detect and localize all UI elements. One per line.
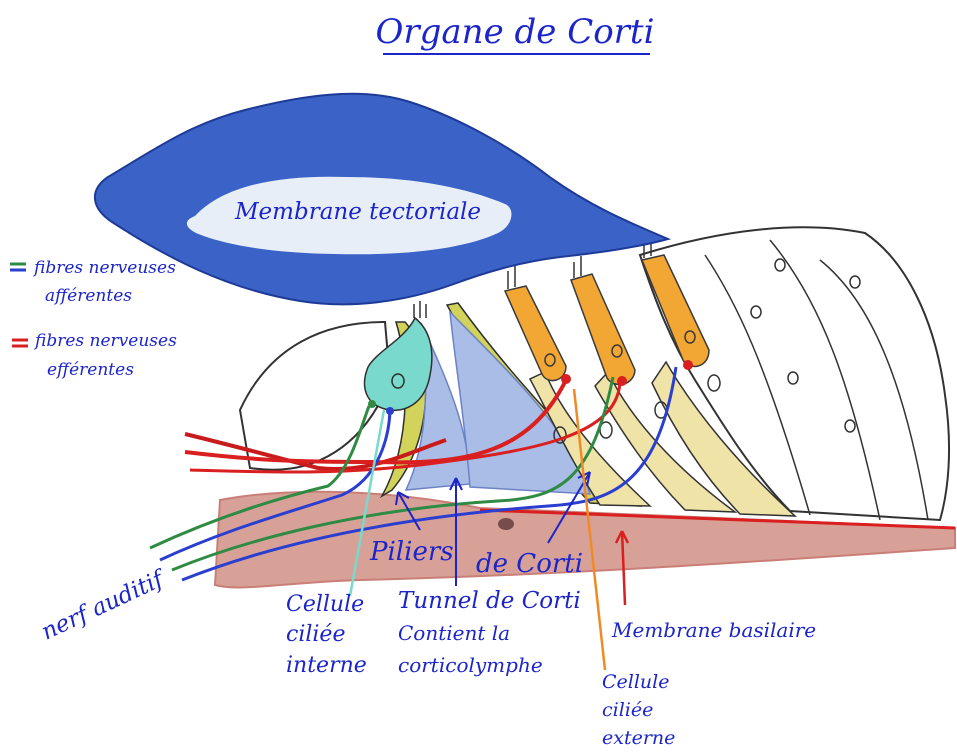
pillars-label-part-1: Piliers bbox=[369, 537, 454, 567]
inner-hair-cell-label-line-2: ciliée bbox=[286, 622, 345, 647]
basilar-membrane-label: Membrane basilaire bbox=[611, 618, 816, 642]
inner-hair-cell-label-line-3: interne bbox=[286, 653, 367, 678]
diagram-title: Organe de Corti bbox=[376, 12, 655, 52]
synapse-outer-3 bbox=[683, 360, 693, 370]
inner-hair-cell-label-line-1: Cellule bbox=[286, 592, 364, 617]
legend-efferent-line-1: fibres nerveuses bbox=[33, 331, 177, 351]
outer-hair-cell-label-line-1: Cellule bbox=[602, 671, 670, 693]
basilar-vessel bbox=[498, 518, 514, 530]
tunnel-label-line-3: corticolymphe bbox=[398, 653, 543, 677]
outer-hair-cell-label-line-3: externe bbox=[602, 727, 675, 749]
pillars-label-part-2: de Corti bbox=[476, 549, 583, 579]
outer-hair-cell-label-line-2: ciliée bbox=[602, 699, 653, 721]
tunnel-label-line-2: Contient la bbox=[398, 621, 510, 645]
legend-afferent-line-1: fibres nerveuses bbox=[32, 258, 176, 278]
legend-efferent-line-2: efférentes bbox=[47, 360, 134, 380]
legend-afferent-line-2: afférentes bbox=[45, 286, 132, 306]
synapse-outer-1 bbox=[561, 374, 571, 384]
synapse-inner-1 bbox=[368, 400, 376, 408]
tectorial-membrane-label: Membrane tectoriale bbox=[234, 199, 481, 225]
tunnel-label-line-1: Tunnel de Corti bbox=[398, 588, 581, 614]
synapse-inner-2 bbox=[386, 407, 394, 415]
synapse-outer-2 bbox=[617, 376, 627, 386]
